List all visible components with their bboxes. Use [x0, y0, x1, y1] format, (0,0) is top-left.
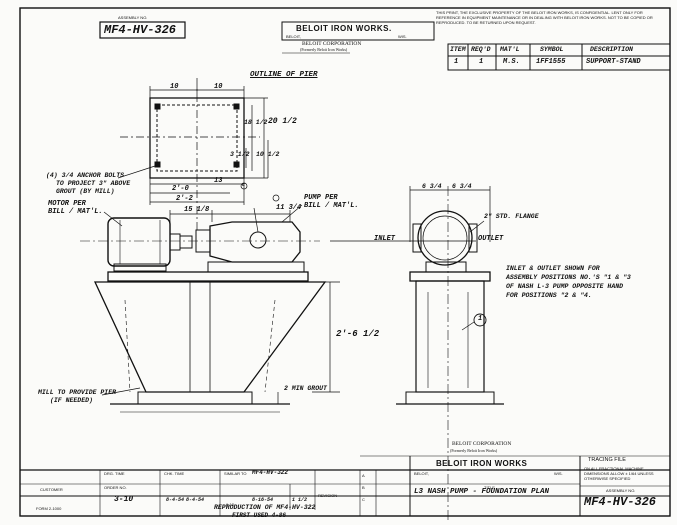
pier-elevation [93, 281, 340, 413]
dim-height: 2'-6 1/2 [336, 329, 380, 339]
small-code: 6-12 [226, 502, 235, 507]
chk-date: 8-4-54 [186, 497, 205, 503]
order-no-value: 3-10 [114, 495, 134, 504]
drg-date: 8-4-54 [166, 497, 185, 503]
dim-end-left: 6 3/4 [422, 183, 442, 190]
bom-header-matl: MAT'L [500, 46, 520, 53]
title-label: TITLE [484, 485, 495, 490]
drawing-date: 8-16-54 [252, 497, 274, 503]
customer-label: CUSTOMER [40, 487, 63, 492]
bom-header-symbol: SYMBOL [540, 46, 564, 53]
rev-letter-c: C [362, 497, 365, 502]
bom-cell-reqd: 1 [479, 58, 484, 66]
dim-base-2-2: 2'-2 [176, 195, 193, 203]
sheet-border [19, 7, 671, 517]
assembly-no-label-bottom: ASSEMBLY NO. [606, 488, 636, 493]
dim-pier-top-right: 10 [214, 83, 223, 91]
city-top: BELOIT, [286, 34, 301, 39]
drawing-title: L3 NASH PUMP - FOUNDATION PLAN [414, 488, 550, 496]
dim-base-2-0: 2'-0 [172, 185, 189, 193]
dim-bolt-spacing-2: 10 1/2 [256, 151, 280, 158]
tracing-file-label: TRACING FILE [588, 457, 626, 463]
reproduction-note: REPRODUCTION OF MF4-HV-322 [214, 504, 316, 511]
bom-header-item: ITEM [450, 46, 466, 53]
similar-to-value: MF4-HV-322 [252, 469, 289, 476]
rev-letter-a: A [362, 473, 365, 478]
dim-pump-dist: 11 3/4 [276, 204, 302, 212]
bom-table-grid [447, 43, 671, 71]
anchor-bolts-note: (4) 3/4 ANCHOR BOLTS TO PROJECT 3" ABOVE… [46, 172, 131, 195]
item-balloon-label: 1 [478, 315, 483, 323]
mill-pier-note: MILL TO PROVIDE PIER (IF NEEDED) [38, 389, 117, 404]
bottom-title-block [20, 455, 670, 516]
chk-time-label: CHK. TIME [164, 471, 185, 476]
tolerance-note: ON ALL FRACTIONAL MACHINE DIMENSIONS ALL… [584, 466, 654, 481]
bom-cell-symbol: 1FF1555 [536, 58, 566, 66]
inlet-label: INLET [374, 235, 396, 243]
state-top: WIS. [398, 34, 407, 39]
grout-label: 2 MIN GROUT [284, 385, 327, 392]
city-bottom: BELOIT, [414, 471, 429, 476]
formerly-bottom: (Formerly Beloit Iron Works) [450, 448, 498, 453]
top-title-block [99, 21, 435, 54]
dim-pier-side-inner: 18 1/2 [244, 119, 268, 126]
corporation-bottom: BELOIT CORPORATION [452, 441, 512, 447]
company-name-bottom: BELOIT IRON WORKS [436, 459, 528, 468]
rev-letter-b: B [362, 485, 365, 490]
order-no-label: ORDER NO. [104, 485, 127, 490]
assembly-no-label-top: ASSEMBLY NO. [118, 15, 148, 20]
first-used-note: FIRST USED 4-86 [232, 512, 287, 519]
flange-label: 2" STD. FLANGE [484, 213, 539, 220]
confidential-notice: THIS PRINT, THE EXCLUSIVE PROPERTY OF TH… [436, 10, 653, 25]
end-view [330, 186, 504, 520]
assembly-no-top: MF4-HV-326 [104, 23, 177, 37]
dim-circled-c: c [242, 182, 246, 188]
similar-to-label: SIMILAR TO [224, 471, 247, 476]
motor-pump-elevation [80, 204, 320, 282]
corporation-top: BELOIT CORPORATION [302, 41, 362, 47]
dim-end-right: 6 3/4 [452, 183, 472, 190]
dim-base-13: 13 [214, 177, 223, 185]
bom-cell-matl: M.S. [503, 58, 520, 66]
bom-header-reqd: REQ'D [471, 46, 491, 53]
revision-label: REVISION [318, 493, 338, 498]
outline-of-pier-label: OUTLINE OF PIER [250, 71, 318, 79]
bom-header-description: DESCRIPTION [590, 46, 633, 53]
bom-cell-item: 1 [454, 58, 459, 66]
state-bottom: WIS. [554, 471, 563, 476]
outlet-label: OUTLET [478, 235, 504, 243]
scale-value: 1 1/2 [292, 497, 308, 503]
dim-bolt-spacing-1: 3 1/2 [230, 151, 250, 158]
pump-label: PUMP PER BILL / MAT'L. [304, 194, 359, 210]
formerly-top: (Formerly Beloit Iron Works) [300, 47, 348, 52]
bom-cell-description: SUPPORT-STAND [586, 58, 641, 66]
dim-pier-top-left: 10 [170, 83, 179, 91]
company-name-top: BELOIT IRON WORKS. [296, 24, 392, 33]
drg-time-label: DRG. TIME [104, 471, 125, 476]
dim-motor-dist: 15 1/8 [184, 206, 210, 214]
inlet-outlet-note: INLET & OUTLET SHOWN FOR ASSEMBLY POSITI… [506, 265, 631, 299]
dim-pier-side-outer: 20 1/2 [268, 117, 297, 126]
form-no: FORM 2-1000 [36, 506, 62, 511]
assembly-no-bottom: MF4-HV-326 [584, 495, 657, 509]
motor-label: MOTOR PER BILL / MAT'L. [48, 200, 103, 216]
pier-plan-view [117, 78, 280, 230]
